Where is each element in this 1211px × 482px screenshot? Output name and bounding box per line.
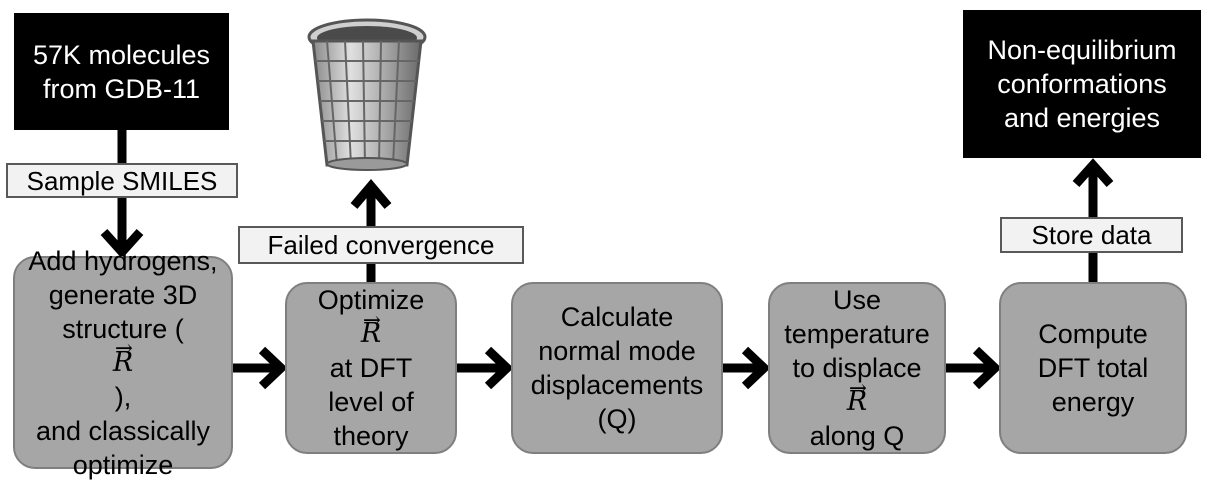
step2-line-2: R at DFT bbox=[318, 317, 425, 385]
arrow-up-end-head bbox=[1072, 158, 1114, 188]
step2-line-3: level of bbox=[328, 387, 414, 417]
end-box: Non-equilibrium conformations and energi… bbox=[963, 10, 1201, 158]
end-box-line-1: Non-equilibrium bbox=[987, 35, 1177, 65]
step4-line-3: to displace R bbox=[784, 351, 930, 419]
step-optimize-dft: Optimize R at DFT level of theory bbox=[285, 282, 457, 454]
step1-line-2: generate 3D bbox=[48, 279, 198, 310]
start-box: 57K molecules from GDB-11 bbox=[14, 13, 229, 130]
arrow-4-head bbox=[972, 346, 1002, 390]
step-add-hydrogens: Add hydrogens, generate 3D structure (R)… bbox=[13, 246, 233, 480]
arrow-3-head bbox=[741, 346, 771, 390]
end-box-line-3: and energies bbox=[1003, 103, 1161, 133]
step-normal-mode: Calculate normal mode displacements (Q) bbox=[511, 282, 723, 454]
arrow-2-head bbox=[484, 346, 514, 390]
end-box-line-2: conformations bbox=[997, 69, 1167, 99]
step2-line-4: theory bbox=[333, 421, 409, 451]
sample-smiles-text: Sample SMILES bbox=[26, 165, 218, 196]
step5-line-3: energy bbox=[1051, 387, 1135, 417]
start-box-line-1: 57K molecules bbox=[32, 39, 211, 70]
start-box-line-2: from GDB-11 bbox=[42, 73, 200, 104]
sample-smiles-label: Sample SMILES bbox=[6, 163, 238, 198]
failed-convergence-label: Failed convergence bbox=[238, 226, 524, 264]
step4-line-1: Use bbox=[832, 285, 881, 315]
arrow-up-trash-head bbox=[350, 179, 392, 209]
vector-r-symbol: R bbox=[28, 346, 217, 380]
step3-line-1: Calculate bbox=[560, 302, 674, 332]
step1-line-3b: ), bbox=[114, 381, 132, 412]
vector-r-symbol: R bbox=[784, 385, 930, 419]
step1-line-1: Add hydrogens, bbox=[28, 245, 218, 276]
failed-convergence-text: Failed convergence bbox=[267, 230, 495, 260]
step5-line-2: DFT total bbox=[1037, 353, 1149, 383]
step4-line-2: temperature bbox=[784, 319, 930, 349]
step4-line-4: along Q bbox=[809, 421, 905, 451]
flow-arrows bbox=[100, 130, 1114, 390]
vector-r-symbol: R bbox=[318, 317, 425, 351]
step3-line-3: displacements bbox=[530, 370, 704, 400]
store-data-text: Store data bbox=[1031, 220, 1152, 250]
store-data-label: Store data bbox=[1000, 217, 1183, 253]
step5-line-1: Compute bbox=[1038, 319, 1148, 349]
step1-line-5: optimize bbox=[72, 449, 174, 480]
trash-can-icon bbox=[307, 18, 427, 171]
step-compute-energy: Compute DFT total energy bbox=[999, 282, 1187, 454]
arrow-down-head bbox=[100, 228, 144, 259]
step3-line-4: (Q) bbox=[597, 404, 637, 434]
step1-line-4: and classically bbox=[35, 415, 211, 446]
step2-line-2b: at DFT bbox=[329, 353, 413, 383]
step3-line-2: normal mode bbox=[538, 336, 696, 366]
step-temperature-displace: Use temperature to displace R along Q bbox=[768, 282, 946, 454]
arrow-1-head bbox=[258, 346, 288, 390]
step1-line-3: structure (R), bbox=[28, 312, 217, 414]
